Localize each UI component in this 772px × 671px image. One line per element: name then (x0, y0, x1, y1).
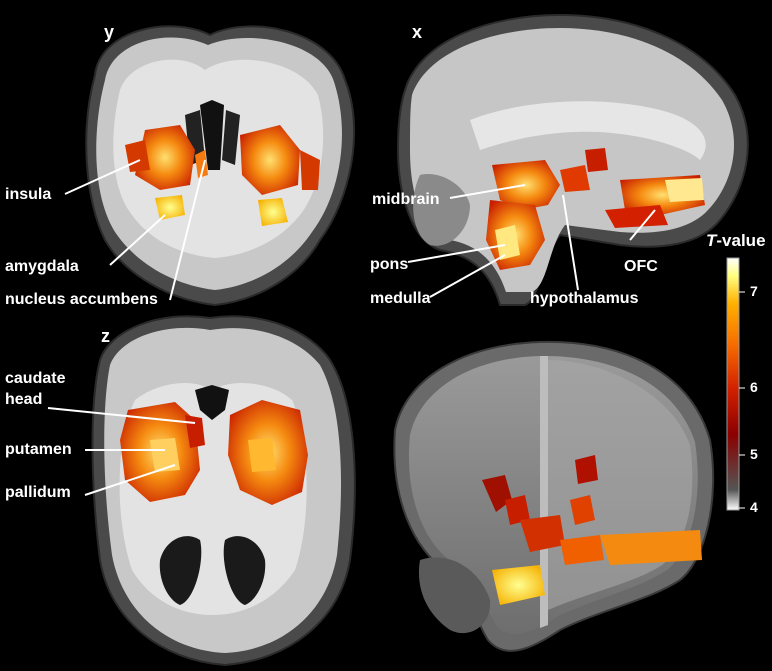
axial-slice-panel (91, 315, 356, 667)
label-ofc: OFC (624, 258, 658, 275)
label-pons: pons (370, 256, 409, 273)
label-medulla: medulla (370, 290, 431, 307)
colorbar-title: T-value (706, 231, 766, 251)
colorbar (726, 257, 745, 511)
colorbar-tick-7: 7 (750, 283, 758, 299)
label-putamen: putamen (5, 441, 72, 458)
panel-label-y: y (104, 22, 115, 42)
panel-label-z: z (101, 326, 110, 346)
label-nucleus-accumbens: nucleus accumbens (5, 291, 158, 308)
colorbar-tick-6: 6 (750, 379, 758, 395)
colorbar-tick-4: 4 (750, 499, 758, 515)
label-insula: insula (5, 186, 52, 203)
label-head: head (5, 391, 43, 408)
sagittal-slice-panel (396, 13, 749, 306)
colorbar-tick-5: 5 (750, 446, 758, 462)
coronal-slice-panel (85, 25, 356, 307)
leader-lines (47, 159, 656, 496)
label-midbrain: midbrain (372, 191, 440, 208)
colorbar-title-rest: -value (716, 231, 766, 250)
label-hypothalamus: hypothalamus (530, 290, 639, 307)
panel-label-x: x (412, 22, 423, 42)
label-amygdala: amygdala (5, 258, 79, 275)
3d-render-panel (393, 340, 715, 652)
colorbar-title-italic: T (706, 231, 717, 250)
label-caudate: caudate (5, 370, 66, 387)
label-pallidum: pallidum (5, 484, 71, 501)
